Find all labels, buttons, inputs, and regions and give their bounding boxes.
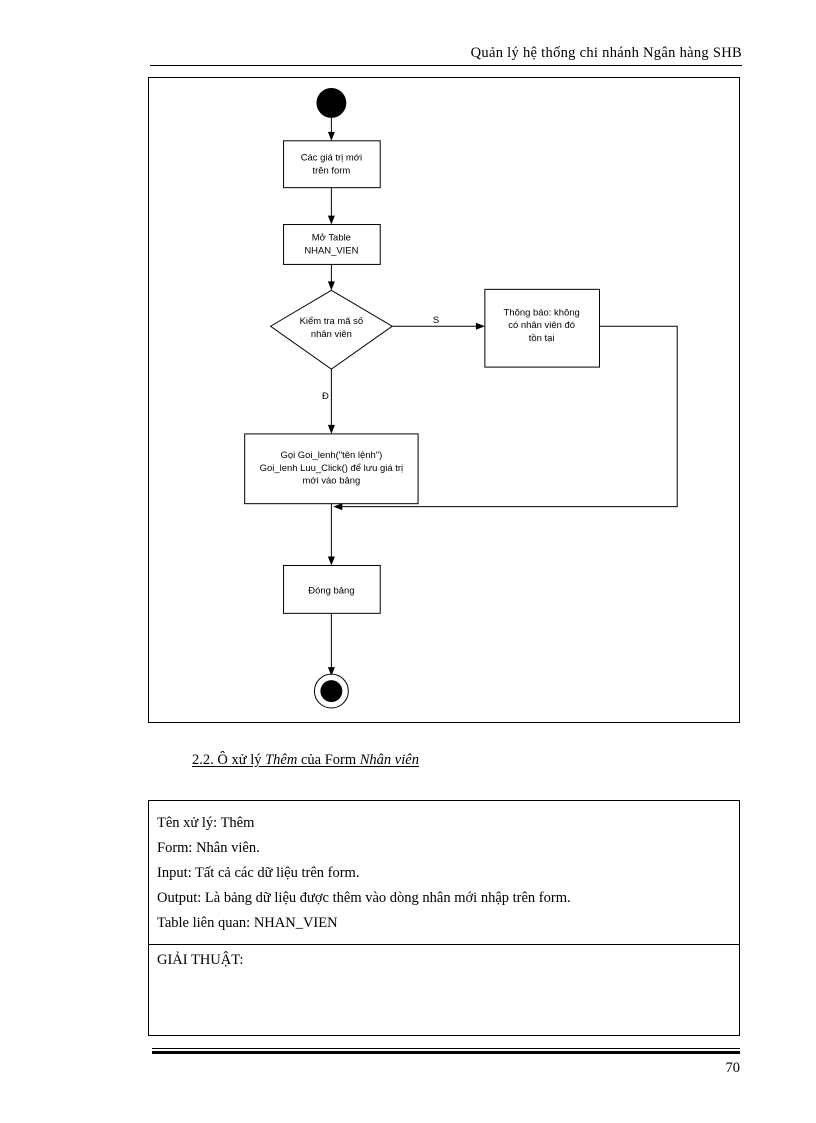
caption-number: 2.2.	[192, 752, 218, 768]
spec-line-table: Table liên quan: NHAN_VIEN	[157, 915, 338, 931]
final-node-core	[320, 680, 343, 703]
algorithm-heading: GIẢI THUẬT:	[157, 952, 244, 968]
activity-call-command-line1: Gọi Goi_lenh("tên lệnh")	[280, 450, 382, 461]
header-title: Quản lý hệ thống chi nhánh Ngân hàng SHB	[470, 45, 742, 61]
activity-diagram-frame: Các giá trị mới trên form Mở Table NHAN_…	[148, 77, 740, 723]
spec-info-cell: Tên xử lý: Thêm Form: Nhân viên. Input: …	[149, 801, 739, 945]
arrowhead-message	[475, 322, 485, 330]
arrowhead-opentable	[327, 215, 335, 225]
edge-message-return	[340, 325, 678, 508]
activity-message-line2: có nhân viên đó	[508, 320, 575, 331]
activity-open-table-line1: Mở Table	[312, 232, 351, 243]
spec-line-name: Tên xử lý: Thêm	[157, 815, 255, 831]
activity-call-command-line3: mới vào bảng	[303, 476, 361, 487]
activity-new-values-line1: Các giá trị mới	[301, 153, 362, 164]
caption-emphasis-2: Nhân viên	[359, 752, 419, 768]
decision-check-employee-id	[269, 289, 394, 370]
branch-label-no: Đ	[322, 391, 329, 402]
decision-label-line1: Kiểm tra mã số	[300, 316, 364, 327]
running-header: Quản lý hệ thống chi nhánh Ngân hàng SHB	[150, 44, 742, 68]
spec-line-input: Input: Tất cả các dữ liệu trên form.	[157, 865, 360, 881]
activity-new-values-line2: trên form	[312, 166, 350, 177]
footer-divider-thin	[152, 1048, 740, 1049]
activity-message-box	[484, 288, 600, 368]
activity-call-command-line2: Goi_lenh Luu_Click() để lưu giá trị	[260, 463, 403, 474]
caption-text-2: của Form	[297, 752, 360, 768]
activity-open-table-box	[283, 224, 381, 265]
activity-call-command-box	[244, 433, 419, 505]
arrowhead-process	[327, 424, 335, 434]
decision-label-line2: nhân viên	[311, 329, 352, 340]
spec-line-output: Output: Là bảng dữ liệu được thêm vào dò…	[157, 890, 571, 906]
spec-algorithm-cell: GIẢI THUẬT:	[149, 945, 739, 1035]
activity-diagram: Các giá trị mới trên form Mở Table NHAN_…	[244, 87, 678, 709]
header-divider	[150, 65, 742, 66]
footer-divider-thick	[152, 1051, 740, 1054]
activity-close-table-box	[283, 564, 381, 614]
branch-label-yes: S	[433, 315, 439, 326]
caption-text-1: Ô xử lý	[217, 752, 266, 768]
section-caption: 2.2. Ô xử lý Thêm của Form Nhân viên	[192, 750, 419, 770]
activity-close-table-label: Đóng bảng	[308, 585, 354, 596]
arrowhead-newvalues	[327, 131, 335, 141]
activity-open-table-line2: NHAN_VIEN	[304, 245, 358, 256]
initial-node	[316, 87, 347, 118]
activity-new-values-box	[283, 140, 381, 189]
arrowhead-merge	[333, 503, 343, 511]
arrowhead-decision	[327, 281, 335, 291]
spec-line-form: Form: Nhân viên.	[157, 840, 260, 856]
arrowhead-closetable	[327, 556, 335, 566]
activity-message-line1: Thông báo: không	[504, 307, 580, 318]
activity-message-line3: tồn tại	[529, 333, 555, 344]
arrowhead-end	[327, 667, 335, 677]
caption-emphasis-1: Thêm	[265, 752, 298, 768]
process-spec-table: Tên xử lý: Thêm Form: Nhân viên. Input: …	[148, 800, 740, 1036]
page-number: 70	[725, 1060, 741, 1076]
